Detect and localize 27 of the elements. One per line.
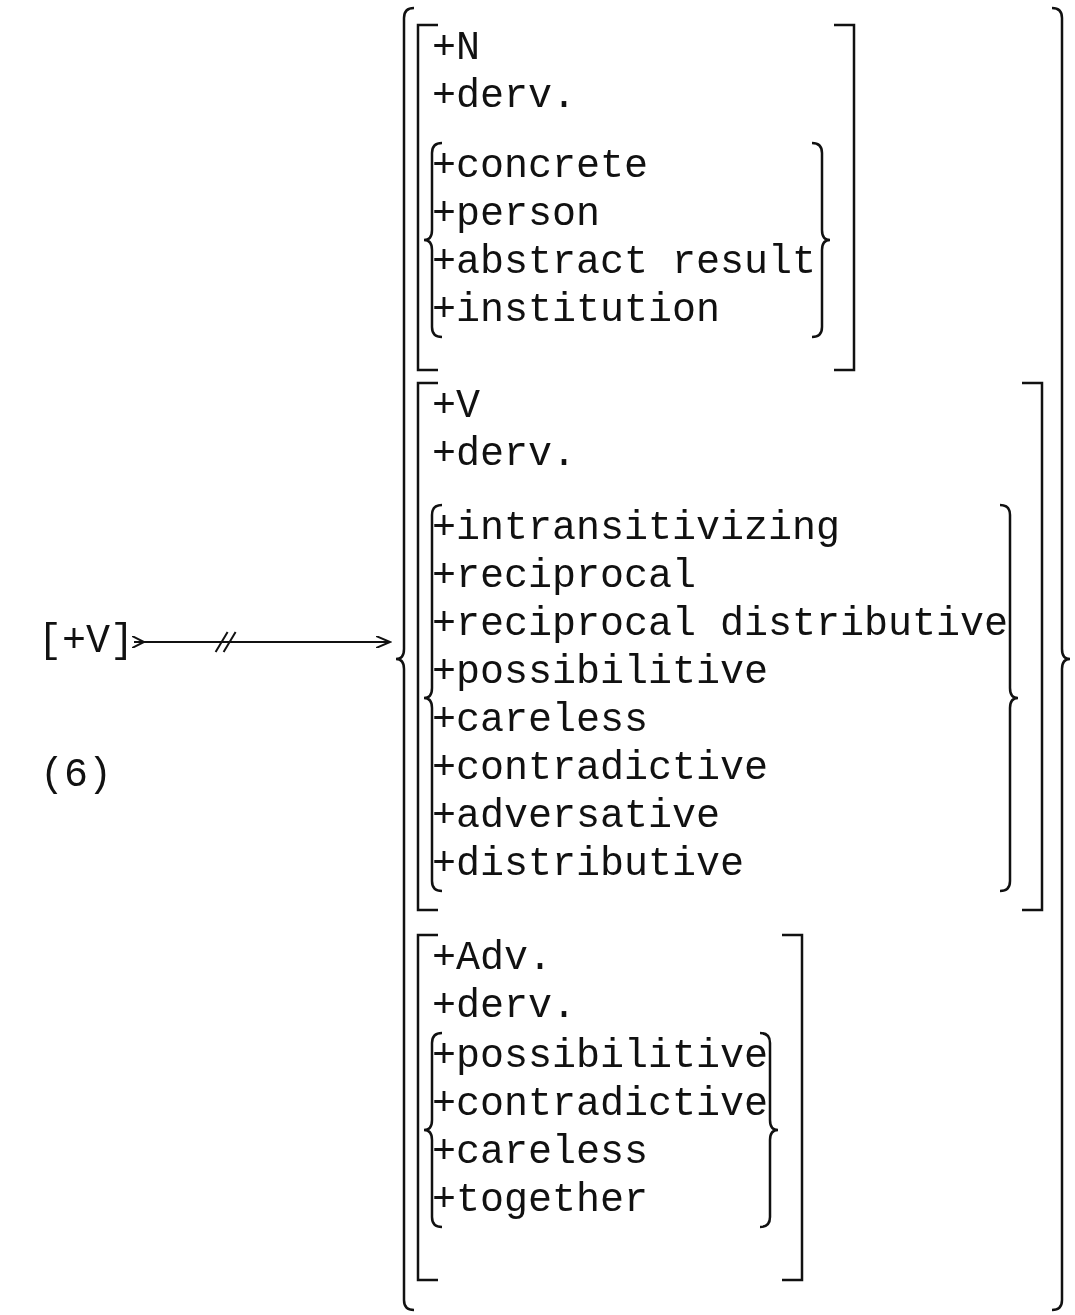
square-bracket	[414, 383, 1046, 910]
feature-value: +careless	[432, 697, 649, 745]
feature-value: +reciprocal	[432, 553, 697, 601]
feature-value: +derv.	[432, 983, 577, 1031]
feature-value: +possibilitive	[432, 649, 769, 697]
feature-value: +V	[432, 383, 480, 431]
feature-value: +careless	[432, 1129, 649, 1177]
feature-value: +intransitivizing	[432, 505, 841, 553]
feature-value: +N	[432, 25, 480, 73]
feature-label: [+V]	[38, 618, 134, 666]
feature-value: +abstract result	[432, 239, 817, 287]
feature-value: +concrete	[432, 143, 649, 191]
example-number: (6)	[40, 752, 112, 800]
feature-value: +together	[432, 1177, 649, 1225]
feature-value: +contradictive	[432, 1081, 769, 1129]
feature-value: +derv.	[432, 431, 577, 479]
square-bracket	[414, 935, 806, 1280]
feature-value: +derv.	[432, 73, 577, 121]
feature-value: +contradictive	[432, 745, 769, 793]
feature-value: +distributive	[432, 841, 745, 889]
feature-value: +Adv.	[432, 935, 553, 983]
feature-value: +person	[432, 191, 601, 239]
feature-value: +possibilitive	[432, 1033, 769, 1081]
feature-value: +institution	[432, 287, 721, 335]
feature-value: +adversative	[432, 793, 721, 841]
feature-value: +reciprocal distributive	[432, 601, 1009, 649]
square-bracket	[414, 25, 858, 370]
